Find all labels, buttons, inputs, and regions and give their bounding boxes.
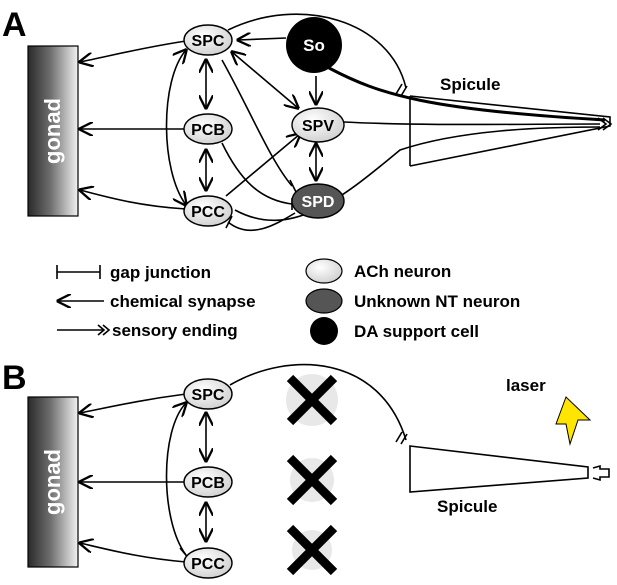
neuron-spd-label: SPD [302, 194, 335, 211]
neuron-pcb-a: PCB [183, 113, 233, 145]
gonad-b: gonad [27, 396, 79, 568]
neuron-pcc-b-label: PCC [191, 556, 225, 573]
legend-unknown-nt-neuron-label: Unknown NT neuron [354, 292, 520, 311]
spicule-b [409, 445, 610, 493]
gonad-a: gonad [27, 45, 79, 217]
gonad-b-synapses [80, 393, 187, 563]
circuit-a-connections [165, 38, 317, 232]
gonad-a-label: gonad [40, 98, 65, 164]
neuron-spc-b-label: SPC [192, 387, 225, 404]
ablated-cells [286, 374, 338, 576]
sensory-process-b [229, 363, 408, 445]
neuron-spc-a-label: SPC [192, 33, 225, 50]
spicule-a-label: Spicule [440, 75, 500, 94]
legend-chemical-synapse: chemical synapse [58, 292, 256, 311]
gonad-b-label: gonad [40, 449, 65, 515]
legend-gap-junction: gap junction [56, 263, 211, 282]
neuron-spc-b: SPC [183, 378, 233, 410]
sensory-processes-a [227, 13, 613, 222]
legend-da-support-cell-label: DA support cell [354, 322, 479, 341]
laser-label: laser [506, 376, 546, 395]
ablated-cell-2 [286, 454, 338, 506]
support-cell-so-label: So [303, 36, 325, 55]
neuron-pcb-b: PCB [183, 466, 233, 498]
panel-b-letter: B [2, 359, 27, 397]
gonad-a-synapses [80, 40, 187, 210]
legend-ach-neuron-label: ACh neuron [354, 262, 451, 281]
ablated-cell-1 [286, 374, 338, 426]
ablated-cell-3 [286, 524, 338, 576]
legend-da-support-cell: DA support cell [310, 317, 479, 345]
legend-sensory-ending: sensory ending [57, 321, 238, 340]
legend-sensory-ending-label: sensory ending [112, 321, 238, 340]
legend-unknown-nt-neuron: Unknown NT neuron [305, 288, 520, 314]
spicule-a [409, 95, 611, 167]
legend-gap-junction-label: gap junction [110, 263, 211, 282]
neuron-spc-a: SPC [183, 24, 233, 56]
support-cell-so: So [286, 17, 342, 73]
spicule-b-label: Spicule [437, 497, 497, 516]
neuron-pcb-b-label: PCB [191, 475, 225, 492]
panel-a-letter: A [2, 6, 27, 44]
circuit-b-connections [165, 403, 207, 561]
neuron-spv: SPV [291, 107, 345, 143]
neuron-pcb-a-label: PCB [191, 122, 225, 139]
neuron-spd: SPD [291, 183, 345, 219]
neuron-pcc-a-label: PCC [191, 204, 225, 221]
neuron-pcc-b: PCC [183, 547, 233, 579]
neuron-spv-label: SPV [302, 118, 334, 135]
legend-chemical-synapse-label: chemical synapse [110, 292, 256, 311]
legend: gap junction chemical synapse sensory en… [56, 258, 520, 345]
legend-ach-neuron: ACh neuron [305, 258, 451, 284]
laser-bolt-icon [555, 396, 592, 446]
laser: laser [506, 376, 592, 446]
neuron-pcc-a: PCC [183, 195, 233, 227]
